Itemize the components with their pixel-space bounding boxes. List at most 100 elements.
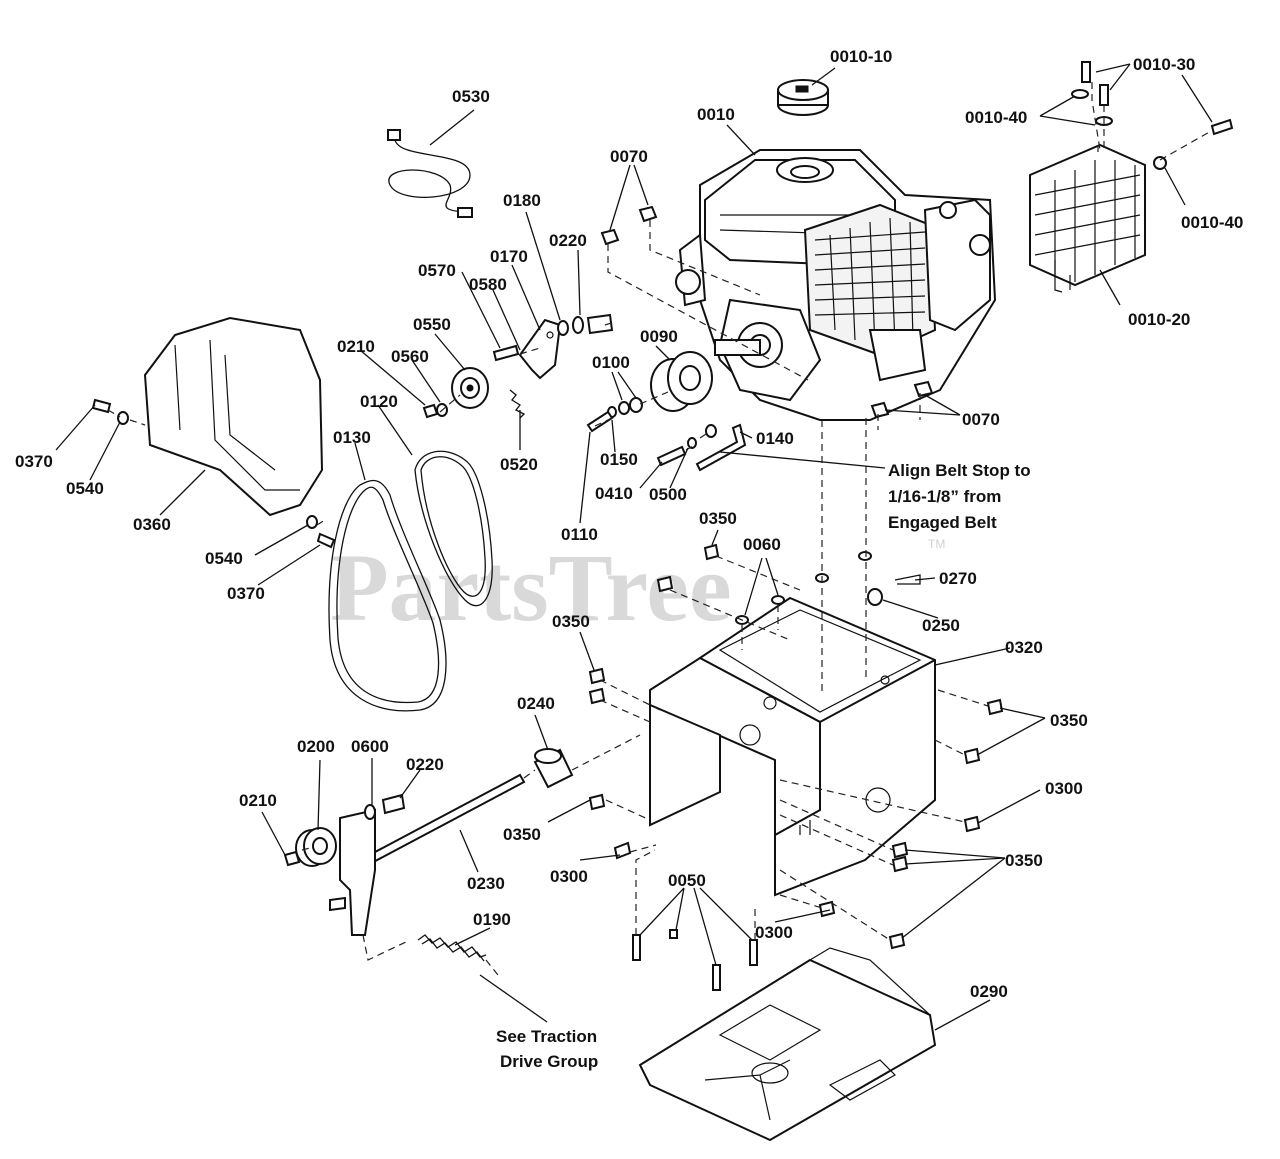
label-0520: 0520	[500, 455, 538, 474]
label-0110: 0110	[561, 525, 598, 544]
part-labels: 0010-10 0010-30 0010-40 0010-40 0010-20 …	[15, 47, 1243, 1001]
belt-0130[interactable]	[328, 479, 447, 712]
label-0010-30: 0010-30	[1133, 55, 1195, 74]
label-0350-low: 0350	[503, 825, 541, 844]
bushing-0180[interactable]	[572, 316, 584, 334]
traction-drive-note: See Traction Drive Group	[496, 1027, 598, 1071]
shaft-0230[interactable]	[358, 773, 526, 869]
label-0270: 0270	[939, 569, 977, 588]
washer-0100[interactable]	[618, 397, 643, 415]
label-0560: 0560	[391, 347, 429, 366]
leader-lines	[55, 63, 1213, 1031]
label-0570: 0570	[418, 261, 456, 280]
engine-pulley-0090[interactable]	[650, 351, 713, 412]
label-0580: 0580	[469, 275, 507, 294]
label-0070-bottom: 0070	[962, 410, 1000, 429]
align-note-line3: Engaged Belt	[888, 513, 997, 532]
label-0170: 0170	[490, 247, 528, 266]
label-0350-bottom: 0350	[1005, 851, 1043, 870]
washer-0500[interactable]	[687, 424, 717, 449]
belt-0120[interactable]	[414, 450, 493, 607]
align-note-line2: 1/16-1/8” from	[888, 487, 1001, 506]
idler-pulley-0550[interactable]	[451, 367, 489, 409]
traction-note-line2: Drive Group	[500, 1052, 598, 1071]
engine-0010[interactable]	[675, 149, 997, 421]
label-0130: 0130	[333, 428, 371, 447]
label-0350-top: 0350	[699, 509, 737, 528]
idler-arm-bracket[interactable]	[329, 808, 376, 936]
bolt-0110[interactable]	[586, 410, 614, 433]
label-0210-bottom: 0210	[239, 791, 277, 810]
label-0370-left: 0370	[15, 452, 53, 471]
label-0220-bottom: 0220	[406, 755, 444, 774]
screw-0010-30[interactable]	[1081, 61, 1234, 136]
align-belt-note: Align Belt Stop to 1/16-1/8” from Engage…	[888, 461, 1031, 532]
label-0370-right: 0370	[227, 584, 265, 603]
frame-0320[interactable]	[649, 596, 936, 897]
label-0050: 0050	[668, 871, 706, 890]
label-0300-mid: 0300	[550, 867, 588, 886]
label-0300-low: 0300	[755, 923, 793, 942]
label-0600: 0600	[351, 737, 389, 756]
label-0360: 0360	[133, 515, 171, 534]
washer-0600[interactable]	[364, 804, 376, 820]
belt-guard-0360[interactable]	[143, 316, 324, 517]
bolt-0050[interactable]	[632, 929, 758, 991]
screw-0370[interactable]	[91, 398, 336, 549]
bolt-0570[interactable]	[492, 344, 520, 362]
label-0410: 0410	[595, 484, 633, 503]
spring-0190[interactable]	[417, 934, 487, 962]
label-0120: 0120	[360, 392, 398, 411]
label-0010-40-right: 0010-40	[1181, 213, 1243, 232]
screw-0350[interactable]	[588, 543, 1004, 950]
label-0010: 0010	[697, 105, 735, 124]
label-0150: 0150	[600, 450, 638, 469]
cord-0530[interactable]	[387, 129, 473, 218]
label-0500: 0500	[649, 485, 687, 504]
washer-0170[interactable]	[557, 320, 569, 336]
bolt-0220[interactable]	[586, 313, 614, 335]
label-0350-right: 0350	[1050, 711, 1088, 730]
traction-note-line1: See Traction	[496, 1027, 597, 1046]
label-0220-top: 0220	[549, 231, 587, 250]
label-0180: 0180	[503, 191, 541, 210]
label-0540-left: 0540	[66, 479, 104, 498]
label-0010-40-top: 0010-40	[965, 108, 1027, 127]
label-0100: 0100	[592, 353, 630, 372]
label-0190: 0190	[473, 910, 511, 929]
label-0540-right: 0540	[205, 549, 243, 568]
label-0090: 0090	[640, 327, 678, 346]
assembly-lines	[107, 82, 1214, 976]
washer-0250[interactable]	[867, 588, 883, 606]
spring-0520[interactable]	[509, 389, 526, 419]
label-0060: 0060	[743, 535, 781, 554]
nut-0070[interactable]	[600, 205, 934, 419]
nut-0210[interactable]	[283, 403, 439, 867]
fuel-cap-0010-10[interactable]	[777, 79, 829, 116]
bracket-0580[interactable]	[518, 318, 562, 380]
label-0530: 0530	[452, 87, 490, 106]
align-note-line1: Align Belt Stop to	[888, 461, 1031, 480]
belt-stop-0140[interactable]	[695, 423, 747, 472]
pulley-0200[interactable]	[295, 827, 337, 867]
label-0290: 0290	[970, 982, 1008, 1001]
muffler-guard-0010-20[interactable]	[1029, 143, 1146, 293]
washer-0060[interactable]	[735, 551, 872, 625]
label-0350-mid: 0350	[552, 612, 590, 631]
watermark-trademark: TM	[928, 537, 945, 551]
label-0210-top: 0210	[337, 337, 375, 356]
label-0240: 0240	[517, 694, 555, 713]
label-0200: 0200	[297, 737, 335, 756]
label-0230: 0230	[467, 874, 505, 893]
washer-0540[interactable]	[117, 411, 318, 529]
bolt-0220b[interactable]	[381, 793, 406, 815]
label-0300-right: 0300	[1045, 779, 1083, 798]
label-0140: 0140	[756, 429, 794, 448]
label-0550: 0550	[413, 315, 451, 334]
washer-0010-40[interactable]	[1071, 89, 1167, 170]
label-0070-top: 0070	[610, 147, 648, 166]
spacer-0240[interactable]	[533, 748, 574, 789]
label-0320: 0320	[1005, 638, 1043, 657]
pan-0290[interactable]	[638, 947, 937, 1142]
